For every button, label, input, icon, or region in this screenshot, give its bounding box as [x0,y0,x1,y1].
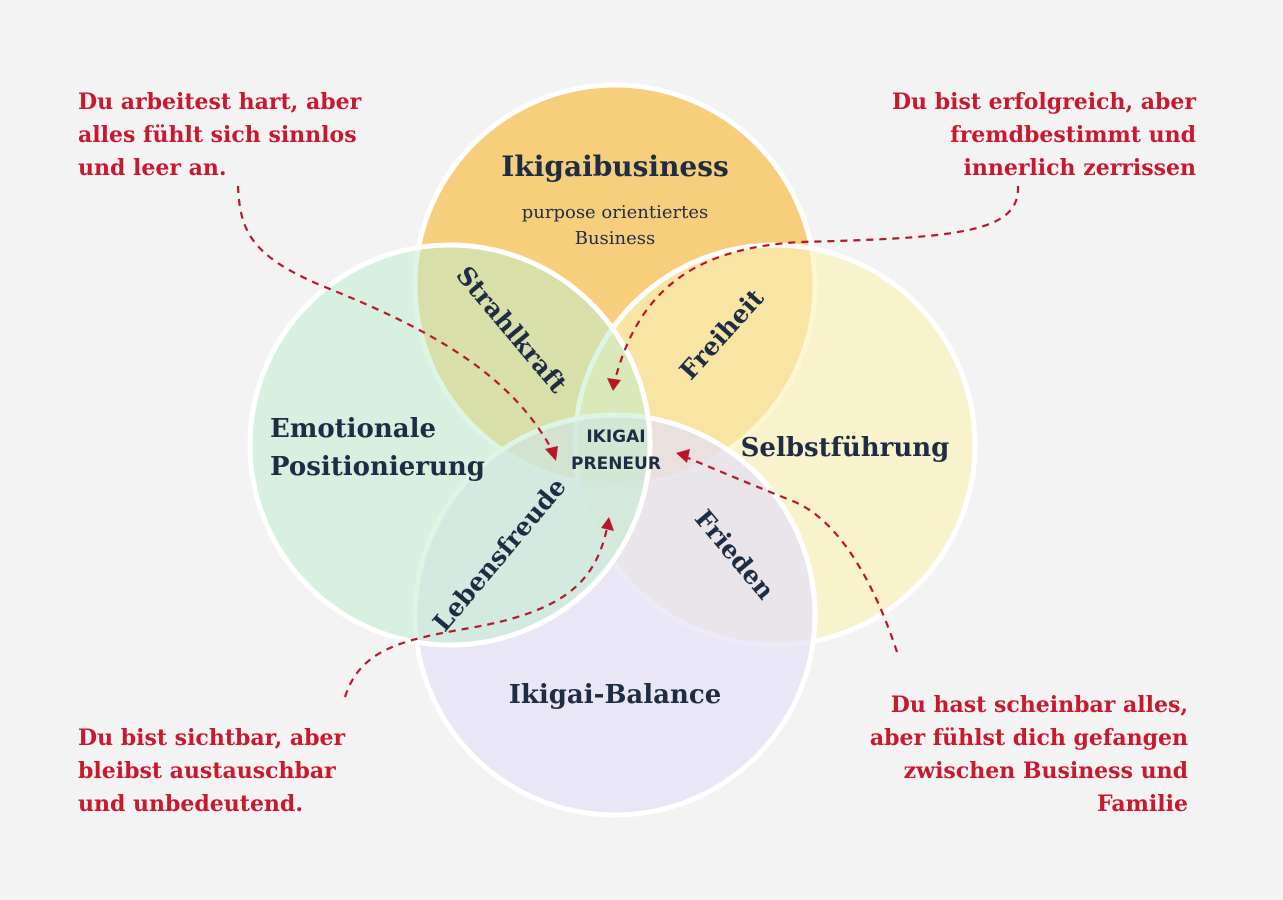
emotionale-positionierung-title-line2: Positionierung [270,452,485,482]
ikigaibusiness-title: Ikigaibusiness [501,150,729,183]
ikigai-balance-title: Ikigai-Balance [509,680,722,710]
callout-bottom-left: Du bist sichtbar, aber bleibst austausch… [78,725,346,817]
arrow-bottom-right [687,456,899,653]
arrow-top-right [613,185,1020,381]
callout-top-right-line2: fremdbestimmt und [950,122,1196,148]
ikigaibusiness-subtitle-line1: purpose orientiertes [522,202,709,223]
arrowhead-bottom-right [676,449,690,463]
emotionale-positionierung-title-line1: Emotionale [270,414,436,444]
ikigaibusiness-subtitle-line2: Business [575,228,656,249]
callout-top-left: Du arbeitest hart, aber alles fühlt sich… [78,89,362,181]
arrowhead-top-right [607,378,621,391]
callout-top-left-line1: Du arbeitest hart, aber [78,89,362,115]
callout-bottom-right: Du hast scheinbar alles, aber fühlst dic… [870,692,1188,817]
connector-arrows [236,185,1020,698]
callout-bottom-right-line4: Familie [1097,791,1188,817]
callout-bottom-right-line1: Du hast scheinbar alles, [891,692,1188,718]
circle-emotionale-positionierung [247,242,653,648]
arrow-top-left [236,185,554,453]
callout-top-right: Du bist erfolgreich, aber fremdbestimmt … [892,89,1196,181]
callout-top-right-line3: innerlich zerrissen [964,155,1197,181]
callout-bottom-right-line3: zwischen Business und [904,758,1188,784]
callout-top-left-line3: und leer an. [78,155,227,181]
callout-top-left-line2: alles fühlt sich sinnlos [78,122,357,148]
callout-bottom-left-line2: bleibst austauschbar [78,758,336,784]
callout-bottom-left-line3: und unbedeutend. [78,791,303,817]
venn-circles [247,82,978,818]
callout-top-right-line1: Du bist erfolgreich, aber [892,89,1196,115]
center-label-line1: IKIGAI [586,427,645,447]
arrow-bottom-left [343,527,609,698]
arrowhead-top-left [545,446,558,461]
arrowhead-bottom-left [601,517,614,531]
callout-bottom-right-line2: aber fühlst dich gefangen [870,725,1188,751]
center-label-line2: PRENEUR [571,454,661,474]
callout-bottom-left-line1: Du bist sichtbar, aber [78,725,346,751]
selbstfuehrung-title: Selbstführung [741,433,950,463]
